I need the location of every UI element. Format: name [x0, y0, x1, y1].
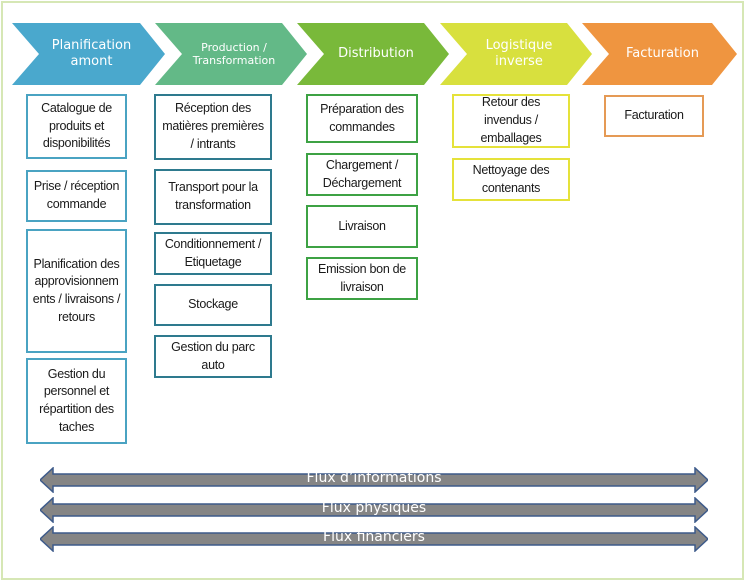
stage-label: Distribution [338, 46, 414, 62]
chevron-shape [440, 23, 592, 85]
double-arrow-icon [40, 467, 708, 493]
task-box: Nettoyage des contenants [452, 158, 570, 201]
task-label: Transport pour la transformation [168, 180, 258, 212]
task-label: Catalogue de produits et disponibilités [41, 100, 112, 151]
task-label: Prise / réception commande [33, 179, 120, 211]
stage-chevron-production: Production / Transformation [155, 23, 307, 85]
task-box: Livraison [306, 205, 418, 248]
chevron-shape [155, 23, 307, 85]
task-box: Facturation [604, 95, 704, 137]
task-box: Stockage [154, 284, 272, 326]
flow-label: Flux financiers [323, 529, 425, 545]
task-label: Retour des invendus / emballages [480, 95, 542, 145]
task-label: Préparation des commandes [320, 101, 404, 134]
task-box: Planification des approvisionnem ents / … [26, 229, 127, 353]
stage-label: Facturation [626, 46, 699, 62]
task-label: Planification des approvisionnem ents / … [32, 256, 121, 324]
double-arrow-icon [40, 526, 708, 552]
task-label: Livraison [338, 218, 386, 233]
task-box: Retour des invendus / emballages [452, 94, 570, 148]
task-label: Chargement / Déchargement [322, 157, 402, 190]
task-box: Prise / réception commande [26, 170, 127, 222]
stage-chevron-distribution: Distribution [297, 23, 449, 85]
task-box: Transport pour la transformation [154, 169, 272, 225]
stage-chevron-planification: Planification amont [12, 23, 165, 85]
task-box: Conditionnement / Etiquetage [154, 232, 272, 275]
chevron-shape [582, 23, 737, 85]
stage-chevron-facturation: Facturation [582, 23, 737, 85]
task-label: Gestion du parc auto [171, 339, 255, 372]
task-label: Emission bon de livraison [318, 261, 406, 294]
task-box: Emission bon de livraison [306, 257, 418, 300]
task-label: Conditionnement / Etiquetage [164, 236, 262, 269]
task-box: Réception des matières premières / intra… [154, 94, 272, 160]
task-label: Stockage [188, 297, 238, 312]
stage-label: Logistique inverse [485, 38, 553, 69]
chevron-shape [297, 23, 449, 85]
flow-arrow-physiques: Flux physiques [40, 497, 708, 523]
task-label: Facturation [624, 108, 684, 123]
stage-chevron-logistique: Logistique inverse [440, 23, 592, 85]
task-box: Préparation des commandes [306, 94, 418, 143]
flow-arrow-financiers: Flux financiers [40, 526, 708, 552]
task-box: Catalogue de produits et disponibilités [26, 94, 127, 159]
double-arrow-icon [40, 497, 708, 523]
task-box: Gestion du parc auto [154, 335, 272, 378]
flow-arrow-informations: Flux d’informations [40, 467, 708, 493]
stage-label: Production / Transformation [192, 40, 276, 67]
flow-label: Flux physiques [321, 500, 427, 516]
task-label: Nettoyage des contenants [472, 162, 550, 195]
task-label: Réception des matières premières / intra… [162, 101, 264, 151]
stage-label: Planification amont [51, 38, 132, 69]
task-box: Gestion du personnel et répartition des … [26, 358, 127, 444]
chevron-shape [12, 23, 165, 85]
flow-label: Flux d’informations [306, 470, 442, 486]
task-box: Chargement / Déchargement [306, 153, 418, 196]
task-label: Gestion du personnel et répartition des … [39, 366, 114, 434]
